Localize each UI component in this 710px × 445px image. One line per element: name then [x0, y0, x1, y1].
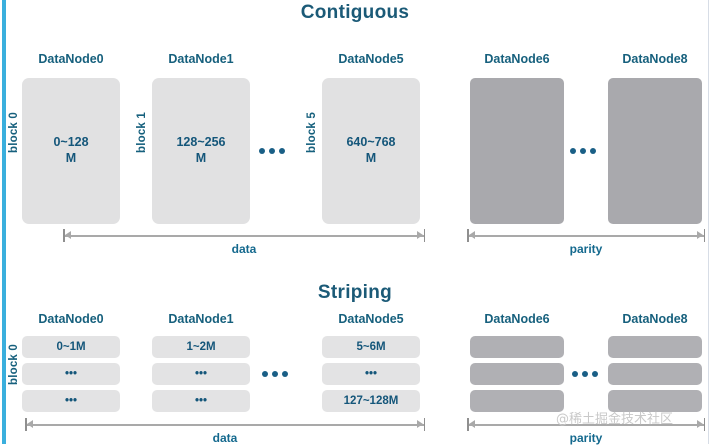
- arrow-head-left-icon: [469, 420, 475, 429]
- contiguous-measure-parity: parity: [467, 229, 705, 256]
- measure-cap-right: [423, 418, 425, 431]
- contiguous-data-block-1[interactable]: 128~256 M: [152, 78, 250, 224]
- striping-parity-cell-datanode6-row1[interactable]: [470, 363, 564, 385]
- contiguous-data-ellipsis-icon: [259, 148, 285, 154]
- arrow-head-right-icon: [697, 420, 703, 429]
- striping-node-label-datanode6: DataNode6: [484, 312, 550, 326]
- striping-cell-datanode5-row1[interactable]: •••: [322, 363, 420, 385]
- contiguous-node-label-datanode6: DataNode6: [484, 52, 550, 66]
- striping-block-label-0: block 0: [8, 344, 20, 386]
- striping-node-label-datanode8: DataNode8: [622, 312, 688, 326]
- contiguous-node-label-datanode0: DataNode0: [38, 52, 104, 66]
- contiguous-title: Contiguous: [300, 2, 410, 23]
- arrow-head-left-icon: [27, 420, 33, 429]
- striping-cell-datanode1-row1[interactable]: •••: [152, 363, 250, 385]
- arrow-head-right-icon: [417, 420, 423, 429]
- striping-cell-datanode1-row2[interactable]: •••: [152, 390, 250, 412]
- striping-node-label-datanode0: DataNode0: [38, 312, 104, 326]
- measure-cap-left: [467, 229, 469, 242]
- contiguous-measure-data: data: [63, 229, 425, 256]
- measure-cap-right: [423, 229, 425, 242]
- striping-parity-cell-datanode8-row0[interactable]: [608, 336, 702, 358]
- contiguous-measure-data-label: data: [231, 242, 257, 256]
- contiguous-data-block-5[interactable]: 640~768 M: [322, 78, 420, 224]
- measure-line: [467, 235, 705, 237]
- arrow-head-right-icon: [697, 231, 703, 240]
- contiguous-data-block-0[interactable]: 0~128 M: [22, 78, 120, 224]
- contiguous-node-label-datanode1: DataNode1: [168, 52, 234, 66]
- arrow-head-left-icon: [65, 231, 71, 240]
- right-edge-rule: [708, 0, 709, 444]
- measure-cap-right: [703, 229, 705, 242]
- contiguous-parity-block-datanode8[interactable]: [608, 78, 702, 224]
- striping-section: Striping DataNode0 DataNode1 DataNode5 D…: [0, 272, 710, 445]
- contiguous-parity-block-datanode6[interactable]: [470, 78, 564, 224]
- striping-cell-datanode0-row0[interactable]: 0~1M: [22, 336, 120, 358]
- striping-cell-datanode0-row2[interactable]: •••: [22, 390, 120, 412]
- contiguous-block-label-1: block 1: [136, 112, 148, 154]
- measure-line: [25, 424, 425, 426]
- contiguous-node-label-datanode8: DataNode8: [622, 52, 688, 66]
- striping-measure-data-label: data: [212, 431, 238, 445]
- striping-parity-ellipsis-icon: [572, 371, 598, 377]
- striping-cell-datanode5-row2[interactable]: 127~128M: [322, 390, 420, 412]
- contiguous-block-label-0: block 0: [8, 112, 20, 154]
- left-accent-rule: [2, 0, 6, 444]
- measure-cap-left: [25, 418, 27, 431]
- striping-parity-cell-datanode8-row1[interactable]: [608, 363, 702, 385]
- striping-measure-parity: parity: [467, 418, 705, 445]
- striping-parity-cell-datanode6-row2[interactable]: [470, 390, 564, 412]
- striping-title: Striping: [317, 282, 393, 303]
- measure-cap-left: [63, 229, 65, 242]
- contiguous-measure-parity-label: parity: [569, 242, 603, 256]
- striping-data-ellipsis-icon: [262, 371, 288, 377]
- arrow-head-left-icon: [469, 231, 475, 240]
- arrow-head-right-icon: [417, 231, 423, 240]
- striping-measure-parity-label: parity: [569, 431, 603, 445]
- striping-parity-cell-datanode6-row0[interactable]: [470, 336, 564, 358]
- measure-cap-right: [703, 418, 705, 431]
- watermark: @稀土掘金技术社区: [556, 412, 674, 427]
- striping-node-label-datanode1: DataNode1: [168, 312, 234, 326]
- contiguous-parity-ellipsis-icon: [570, 148, 596, 154]
- contiguous-section: Contiguous DataNode0 DataNode1 DataNode5…: [8, 2, 705, 256]
- striping-cell-datanode0-row1[interactable]: •••: [22, 363, 120, 385]
- measure-line: [63, 235, 425, 237]
- striping-measure-data: data: [25, 418, 425, 445]
- contiguous-block-label-5: block 5: [306, 112, 318, 154]
- measure-line: [467, 424, 705, 426]
- striping-cell-datanode1-row0[interactable]: 1~2M: [152, 336, 250, 358]
- striping-parity-cell-datanode8-row2[interactable]: [608, 390, 702, 412]
- striping-cell-datanode5-row0[interactable]: 5~6M: [322, 336, 420, 358]
- measure-cap-left: [467, 418, 469, 431]
- contiguous-node-label-datanode5: DataNode5: [338, 52, 404, 66]
- striping-node-label-datanode5: DataNode5: [338, 312, 404, 326]
